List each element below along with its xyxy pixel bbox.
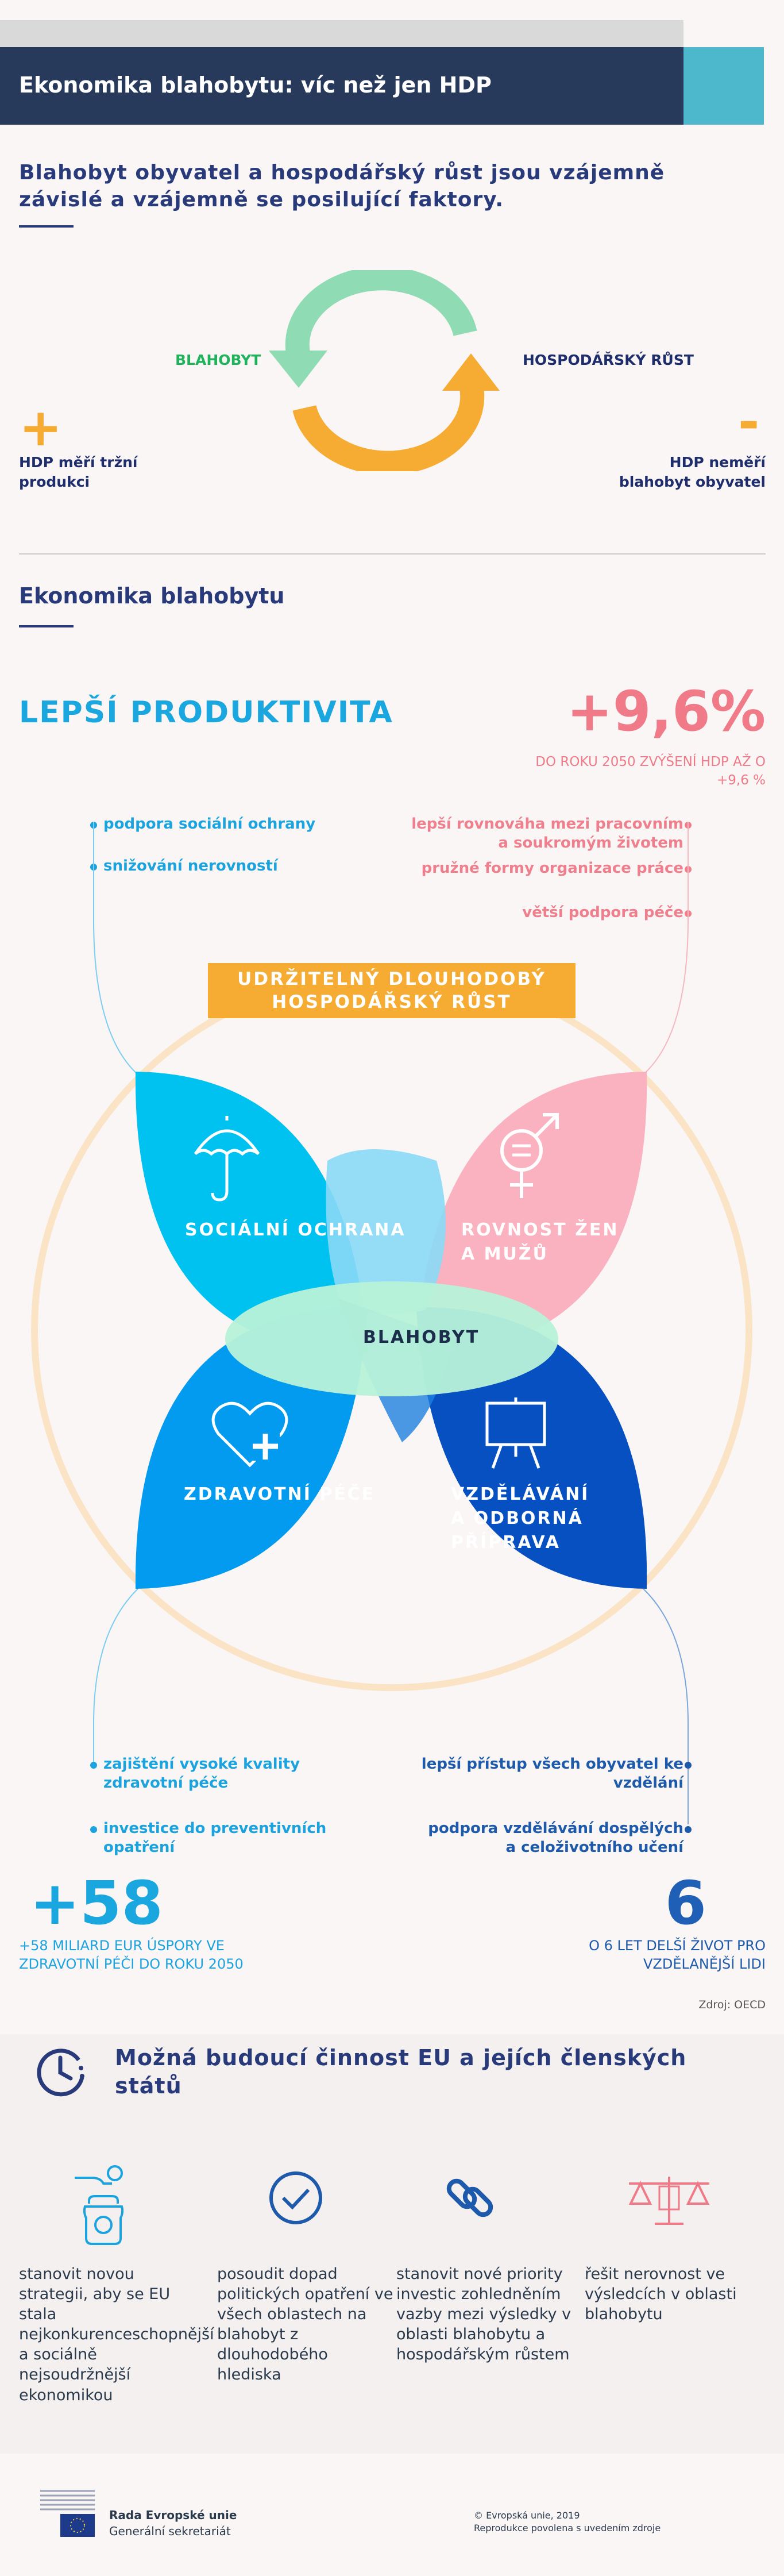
heart-cross-icon <box>211 1401 288 1468</box>
cycle-arrows-icon <box>269 270 500 471</box>
growth-banner: UDRŽITELNÝ DLOUHODOBÝ HOSPODÁŘSKÝ RŮST <box>208 963 576 1018</box>
intro-text: Blahobyt obyvatel a hospodářský růst jso… <box>19 161 665 211</box>
minus-icon: - <box>738 392 760 452</box>
growth-label: HOSPODÁŘSKÝ RŮST <box>523 352 694 368</box>
bullet-dot <box>90 1826 97 1833</box>
council-logo <box>40 2490 95 2537</box>
bullet-dot <box>685 1762 692 1769</box>
gdp-increase-text: DO ROKU 2050 ZVÝŠENÍ HDP AŽ O +9,6 % <box>535 754 766 788</box>
check-circle-icon <box>269 2171 322 2224</box>
list-item: podpora sociální ochrany <box>103 815 316 833</box>
wellbeing-label: BLAHOBYT <box>175 352 261 368</box>
action-item-assess: posoudit dopad politických opatření ve v… <box>217 2265 393 2384</box>
savings-number: +58 <box>30 1868 163 1938</box>
petal-gender-equality: ROVNOST ŽEN A MUŽŮ <box>461 1220 619 1264</box>
intro-underline <box>19 225 74 228</box>
petal-education: VZDĚLÁVÁNÍ A ODBORNÁ PŘÍPRAVA <box>451 1484 590 1553</box>
action-item-inequality: řešit nerovnost ve výsledcích v oblasti … <box>585 2265 737 2324</box>
page-title: Ekonomika blahobytu: víc než jen HDP <box>19 72 492 98</box>
list-item: pružné formy organizace práce <box>421 860 683 877</box>
section-title: Ekonomika blahobytu <box>19 583 285 609</box>
savings-text: +58 MILIARD EUR ÚSPORY VE ZDRAVOTNÍ PÉČI… <box>19 1938 244 1973</box>
header-accent <box>683 47 764 125</box>
umbrella-icon <box>194 1116 260 1202</box>
list-item: větší podpora péče <box>522 904 683 921</box>
list-item: podpora vzdělávání dospělých a celoživot… <box>428 1820 683 1856</box>
bullet-dot <box>685 1826 692 1833</box>
life-years-text: O 6 LET DELŠÍ ŽIVOT PRO VZDĚLANĚJŠÍ LIDI <box>589 1938 766 1973</box>
plus-text: HDP měří tržní produkci <box>19 454 138 490</box>
petal-healthcare: ZDRAVOTNÍ PÉČE <box>184 1484 376 1504</box>
life-years-number: 6 <box>665 1868 706 1938</box>
bullet-dot <box>90 1762 97 1769</box>
copyright: © Evropská unie, 2019 <box>474 2510 580 2521</box>
list-item: lepší přístup všech obyvatel ke vzdělání <box>421 1755 683 1792</box>
chain-link-icon <box>446 2178 493 2217</box>
list-item: snižování nerovností <box>103 857 278 875</box>
eu-actions-panel <box>0 2034 784 2454</box>
list-item: lepší rovnováha mezi pracovním a soukrom… <box>411 815 683 852</box>
hand-coin-jar-icon <box>75 2165 124 2245</box>
org-department: Generální sekretariát <box>109 2524 231 2538</box>
action-item-priorities: stanovit nové priority investic zohledně… <box>396 2265 571 2364</box>
action-item-strategy: stanovit novou strategii, aby se EU stal… <box>19 2265 214 2404</box>
section-underline <box>19 625 74 627</box>
source-note: Zdroj: OECD <box>698 1999 766 2011</box>
petal-social-protection: SOCIÁLNÍ OCHRANA <box>185 1220 406 1240</box>
center-wellbeing-label: BLAHOBYT <box>363 1327 480 1347</box>
scales-icon <box>628 2177 710 2225</box>
org-name: Rada Evropské unie <box>109 2508 237 2522</box>
reproduction-note: Reprodukce povolena s uvedením zdroje <box>474 2523 661 2533</box>
header-top-strip <box>0 20 683 49</box>
plus-icon: + <box>19 398 63 458</box>
productivity-title: LEPŠÍ PRODUKTIVITA <box>19 695 393 730</box>
minus-text: HDP neměří blahobyt obyvatel <box>619 454 766 490</box>
presentation-board-icon <box>485 1397 546 1469</box>
header-bar <box>0 47 683 125</box>
gdp-increase-number: +9,6% <box>566 679 766 744</box>
eu-actions-title: Možná budoucí činnost EU a jejích člensk… <box>115 2045 687 2099</box>
section-divider <box>19 553 766 555</box>
gender-equality-icon <box>500 1113 559 1198</box>
clock-icon <box>37 2049 84 2097</box>
list-item: zajištění vysoké kvality zdravotní péče <box>103 1755 300 1792</box>
list-item: investice do preventivních opatření <box>103 1820 327 1856</box>
